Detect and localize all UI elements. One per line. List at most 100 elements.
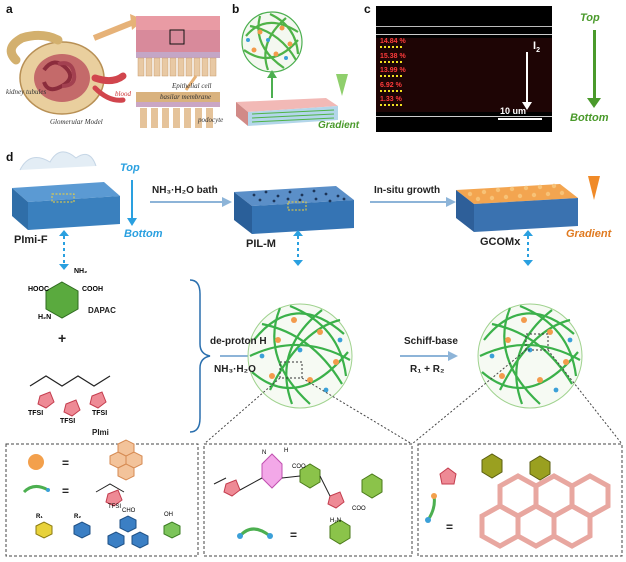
top-label-c: Top bbox=[580, 12, 600, 24]
plmi-f-top bbox=[12, 182, 120, 202]
percentage-value: 6.92 % bbox=[380, 81, 402, 89]
glomerular-model-label: Glomerular Model bbox=[50, 118, 103, 126]
top-label-d: Top bbox=[120, 162, 140, 174]
percentage-value: 13.99 % bbox=[380, 67, 406, 75]
tubule bbox=[6, 30, 63, 65]
legend-box-3 bbox=[417, 443, 623, 557]
percentage-value: 15.38 % bbox=[380, 52, 406, 60]
percentage-row: 1.33 % bbox=[380, 96, 406, 111]
eq-sign-1: = bbox=[62, 456, 70, 470]
percentage-row: 15.38 % bbox=[380, 53, 406, 68]
percentage-list: 14.84 % 15.38 % 13.99 % 6.92 % 1.33 % bbox=[380, 38, 406, 111]
pil-m-pores bbox=[252, 189, 346, 203]
plmi-backbone bbox=[29, 375, 111, 387]
gcomx-particles bbox=[467, 183, 565, 202]
panel-c-label: c bbox=[364, 2, 371, 16]
cho-label: CHO bbox=[122, 508, 136, 514]
percentage-marker bbox=[380, 89, 402, 92]
r1r2-label: R₁ + R₂ bbox=[410, 364, 445, 375]
direction-arrow-shaft bbox=[526, 52, 528, 104]
tfsi-label-3: TFSI bbox=[92, 410, 108, 417]
panel-a-label: a bbox=[6, 2, 13, 16]
legend-box-1 bbox=[5, 443, 199, 557]
pil-m-label: PIL-M bbox=[246, 238, 276, 250]
polymer-sphere bbox=[241, 11, 303, 73]
polymer-ball-2 bbox=[477, 303, 583, 409]
legend-box-2 bbox=[203, 443, 413, 557]
percentage-row: 14.84 % bbox=[380, 38, 406, 53]
percentage-marker bbox=[380, 75, 402, 78]
bottom-label-c: Bottom bbox=[570, 112, 609, 124]
epithelial-top bbox=[136, 16, 220, 30]
direction-arrow-head bbox=[522, 102, 532, 110]
membrane-top bbox=[236, 98, 338, 112]
coo-label-2: COO bbox=[352, 506, 366, 512]
h-label: H bbox=[284, 448, 289, 454]
percentage-value: 14.84 % bbox=[380, 38, 406, 45]
gradient-cone-d bbox=[588, 176, 600, 200]
percentage-row: 13.99 % bbox=[380, 67, 406, 82]
nh3-label: NH₃·H₂O bbox=[214, 364, 256, 375]
plmi-label: PImi bbox=[92, 428, 109, 437]
cof-honeycomb bbox=[479, 473, 611, 549]
water-splash bbox=[19, 151, 97, 171]
podocyte-label: podocyte bbox=[198, 116, 224, 124]
percentage-value: 1.33 % bbox=[380, 96, 402, 104]
panel-b-label: b bbox=[232, 2, 240, 16]
panel-b-illustration bbox=[236, 11, 348, 126]
r2-label: R₂ bbox=[74, 514, 81, 520]
pyrazine-ring bbox=[261, 453, 283, 489]
tfsi-legend: TFSI bbox=[108, 504, 121, 510]
r1-ring bbox=[35, 521, 53, 539]
i2-label: I2 bbox=[533, 40, 540, 55]
schiff-label: Schiff-base bbox=[404, 336, 458, 347]
gradient-label-b: Gradient bbox=[318, 120, 360, 131]
panel-d-illustration bbox=[5, 151, 623, 557]
cooh-label: COOH bbox=[82, 286, 103, 293]
top-bottom-arrow-head bbox=[587, 98, 601, 108]
percentage-marker bbox=[380, 46, 402, 48]
confocal-image: 14.84 % 15.38 % 13.99 % 6.92 % 1.33 % I2 10 … bbox=[376, 6, 552, 132]
scale-bar bbox=[498, 118, 542, 120]
dapac-label: DAPAC bbox=[88, 306, 116, 315]
pyrene-icon bbox=[109, 439, 143, 481]
panel-a-illustration bbox=[6, 14, 220, 128]
imidazolium bbox=[37, 391, 55, 409]
n-label: N bbox=[262, 450, 267, 456]
plus-sign: + bbox=[58, 330, 67, 346]
tfsi-label-2: TFSI bbox=[60, 418, 76, 425]
h2n-label: H₂N bbox=[38, 314, 52, 321]
gcomx-label: GCOMx bbox=[480, 236, 521, 248]
percentage-row: 6.92 % bbox=[380, 82, 406, 97]
gradient-cone bbox=[336, 74, 348, 96]
h2n-label-2: H₂N bbox=[330, 518, 341, 524]
bottom-label-d: Bottom bbox=[124, 228, 163, 240]
blood-vessel bbox=[91, 72, 127, 85]
oh-label: OH bbox=[164, 512, 173, 518]
pil-m-top bbox=[234, 186, 354, 206]
eq-sign-3: = bbox=[290, 528, 298, 542]
r2-ring-1 bbox=[73, 521, 91, 539]
eq-sign-4: = bbox=[446, 520, 454, 534]
scale-bar-label: 10 um bbox=[500, 106, 527, 116]
percentage-marker bbox=[380, 104, 402, 107]
r1-label: R₁ bbox=[36, 514, 43, 520]
blood-label: blood bbox=[115, 90, 131, 98]
tfsi-label-1: TFSI bbox=[28, 410, 44, 417]
eq-sign-2: = bbox=[62, 484, 70, 498]
polymer-ball-1 bbox=[247, 303, 353, 409]
brace bbox=[189, 279, 211, 433]
deproton-label: de-proton H bbox=[210, 336, 267, 347]
gcomx-top bbox=[456, 184, 578, 204]
plmi-f-label: PImi-F bbox=[14, 234, 48, 246]
polymer-chain-icon bbox=[22, 485, 49, 494]
capillary-loop bbox=[42, 60, 73, 92]
coo-label-1: COO bbox=[292, 464, 306, 470]
percentage-marker bbox=[380, 60, 402, 63]
top-bottom-arrow-shaft bbox=[593, 30, 596, 102]
kidney-tubules-label: kidney tubules bbox=[6, 88, 47, 96]
dapac-ring bbox=[45, 281, 79, 319]
bath-label: NH₃·H₂O bath bbox=[152, 185, 218, 196]
gradient-label-d: Gradient bbox=[566, 228, 612, 240]
basilar-membrane-label: basilar membrane bbox=[160, 93, 212, 101]
